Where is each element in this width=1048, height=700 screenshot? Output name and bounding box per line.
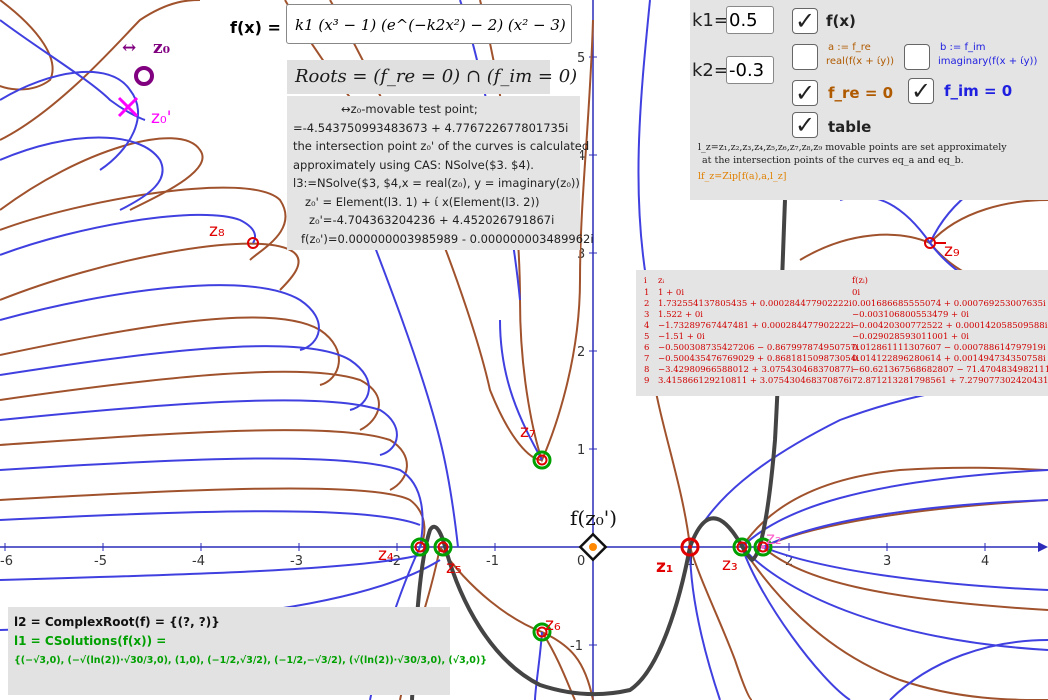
csolutions-line: l1 = CSolutions(f(x)) = [14, 634, 167, 648]
a-definition-label-2: real(f(x + ίy)) [826, 56, 895, 67]
z2-point [753, 537, 773, 557]
z0-point[interactable]: ↔ z₀ [122, 38, 170, 86]
function-input[interactable]: k1 (x³ − 1) (e^(−k2x²) − 2) (x² − 3) [286, 4, 572, 44]
solutions-set: {(−√3,0), (−√(ln(2))·√30/3,0), (1,0), (−… [14, 655, 488, 666]
z1-label: z₁ [656, 557, 673, 577]
b-definition-label-1: b := f_im [940, 42, 986, 53]
z5-label: z₅ [446, 558, 462, 578]
z0-arrow-label: ↔ [122, 38, 136, 58]
b-definition-label-2: imaginary(f(x + ίy)) [938, 56, 1038, 67]
note-line-2: at the intersection points of the curves… [702, 155, 964, 166]
x-tick-labels: -6 -5 -4 -3 -2 -1 0 1 2 3 4 [0, 554, 989, 569]
fx-checkbox-label: f(x) [826, 12, 856, 30]
y-tick-label: -1 [570, 639, 583, 654]
y-tick-label: 1 [577, 443, 585, 458]
controls-panel: k1= 0.5 k2= -0.3 ✓ f(x) a := f_re real(f… [690, 0, 1048, 200]
a-definition-label-1: a := f_re [828, 42, 871, 53]
x-tick-label: 3 [883, 554, 891, 569]
roots-title-text: Roots = (f_re = 0) ∩ (f_im = 0) [295, 66, 578, 87]
z0-prime-label: z₀' [151, 108, 171, 128]
fx-curve [410, 199, 787, 700]
k1-input[interactable]: 0.5 [726, 6, 774, 34]
info-line: l3:=NSolve($3, $4,x = real(z₀), y = imag… [293, 176, 580, 190]
table-header-z: zᵢ [658, 276, 665, 286]
table-header-f: f(zᵢ) [852, 276, 868, 286]
k1-label: k1= [692, 10, 729, 31]
z2-label: z₂ [766, 529, 782, 549]
info-line: =-4.543750993483673 + 4.776722677801735i [293, 120, 569, 135]
root-points[interactable] [247, 237, 946, 642]
table-checkbox[interactable]: ✓ [792, 112, 818, 138]
x-tick-label: -6 [0, 554, 13, 569]
f-z0-label: f(z₀') [570, 506, 617, 530]
complexroot-line: l2 = ComplexRoot(f) = {(?, ?)} [14, 615, 220, 629]
b-definition-checkbox[interactable] [904, 44, 930, 70]
x-tick-label: 2 [785, 554, 793, 569]
z7-label: z₇ [520, 422, 536, 442]
fx-checkbox[interactable]: ✓ [792, 8, 818, 34]
x-tick-label: -3 [290, 554, 303, 569]
z0-prime-point: z₀' [117, 96, 171, 128]
z4-point [410, 537, 430, 557]
fre-checkbox[interactable]: ✓ [792, 80, 818, 106]
fim-checkbox[interactable]: ✓ [908, 78, 934, 104]
z3-point [732, 537, 752, 557]
table-header-i: i [644, 276, 647, 286]
z4-label: z₄ [378, 545, 394, 565]
cas-solutions-panel: l2 = ComplexRoot(f) = {(?, ?)} l1 = CSol… [8, 607, 488, 695]
test-point-info-panel: ↔z₀-movable test point; =-4.543750993483… [287, 96, 594, 250]
y-tick-label: 5 [577, 51, 585, 66]
z0-name-label: z₀ [153, 38, 170, 58]
info-line: the intersection point z₀' of the curves… [293, 139, 590, 153]
x-tick-label: -2 [388, 554, 401, 569]
z3-label: z₃ [722, 555, 738, 575]
z1-point [680, 537, 700, 557]
x-tick-label: 4 [981, 554, 989, 569]
x-tick-label: -4 [192, 554, 205, 569]
fre-checkbox-label: f_re = 0 [828, 84, 894, 102]
x-tick-label: -1 [486, 554, 499, 569]
k2-label: k2= [692, 60, 729, 81]
x-tick-label: 0 [577, 554, 585, 569]
function-label: f(x) = [230, 18, 281, 37]
info-line: f(z₀')=0.000000003985989 - 0.00000000348… [301, 231, 594, 246]
z5-point [433, 537, 453, 557]
z9-point [924, 237, 946, 249]
z8-label: z₈ [209, 221, 225, 241]
info-line: z₀'=-4.704363204236 + 4.452026791867i [309, 213, 555, 227]
table-checkbox-label: table [828, 118, 872, 136]
origin-point [578, 532, 608, 562]
z7-point [532, 450, 552, 470]
info-line: ↔z₀-movable test point; [341, 102, 478, 116]
z6-label: z₆ [545, 615, 561, 635]
z6-point [532, 622, 552, 642]
info-line: z₀' = Element(l3. 1) + ί x(Element(l3. 2… [305, 194, 540, 209]
fim-checkbox-label: f_im = 0 [944, 82, 1013, 100]
k2-input[interactable]: -0.3 [726, 56, 774, 84]
note-line-3: lf_z=Zip[f(a),a,l_z] [698, 171, 787, 182]
a-definition-checkbox[interactable] [792, 44, 818, 70]
note-line-1: l_z=z₁,z₂,z₃,z₄,z₅,z₆,z₇,z₈,z₉ movable p… [698, 142, 1007, 153]
roots-title: Roots = (f_re = 0) ∩ (f_im = 0) [287, 60, 577, 94]
function-input-group: f(x) = k1 (x³ − 1) (e^(−k2x²) − 2) (x² −… [230, 4, 575, 48]
info-line: approximately using CAS: NSolve($3. $4). [293, 157, 534, 172]
y-tick-label: 4 [577, 149, 585, 164]
root-labels: z₁ z₂ z₃ z₄ z₅ z₆ z₇ z₈ z₉ f(z₀') [209, 221, 960, 635]
z9-label: z₉ [944, 241, 960, 261]
x-tick-label: -5 [94, 554, 107, 569]
y-tick-label: 2 [577, 345, 585, 360]
z8-point [247, 237, 259, 249]
